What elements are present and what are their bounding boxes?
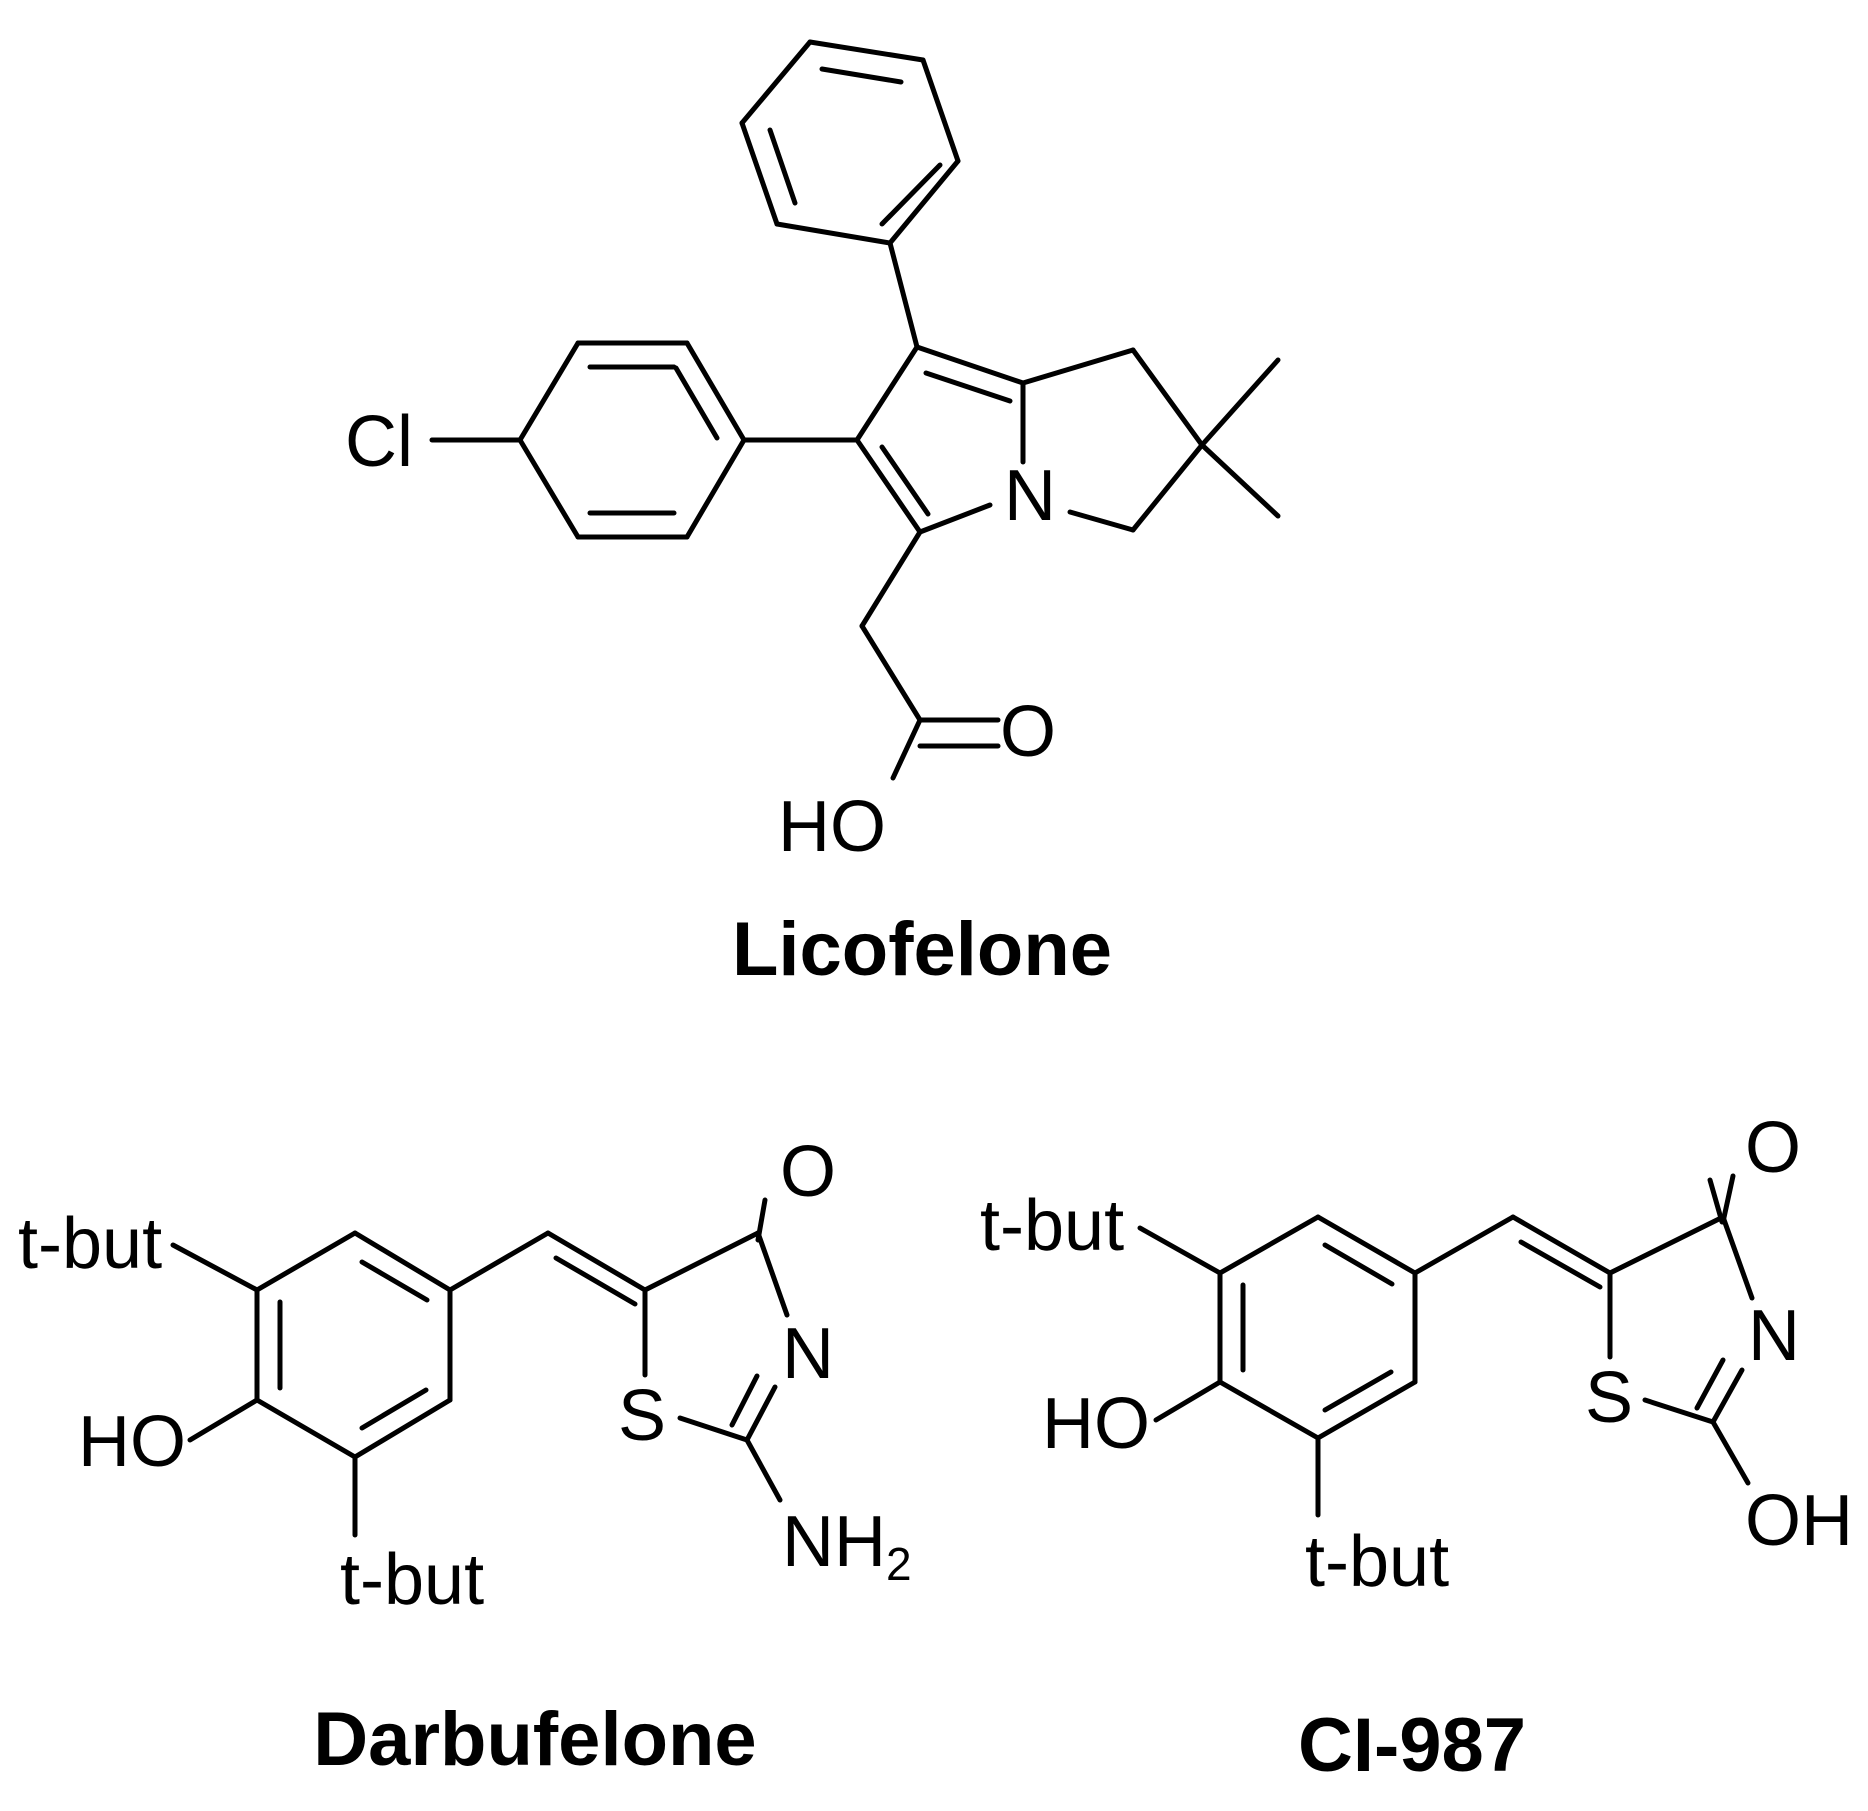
atom-s: S [618,1376,666,1456]
atom-t-but-top: t-but [18,1204,162,1284]
benzene-ring [1217,1214,1418,1441]
bond-hydroxyl [1153,1379,1223,1423]
atom-n: N [1748,1296,1800,1376]
atom-o-carbonyl: O [1000,692,1056,772]
phenyl-ring [739,39,961,246]
pyrrolizine-core [854,344,1281,535]
atom-s: S [1585,1358,1633,1438]
atom-t-but-bottom: t-but [340,1540,484,1620]
atom-t-but-top: t-but [980,1186,1124,1266]
bond-phenyl-c1 [887,240,920,350]
atom-hydroxyl: HO [778,787,886,867]
chlorophenyl-ring [429,340,860,540]
atom-o-carbonyl: O [1745,1108,1801,1188]
atom-n: N [782,1314,834,1394]
atom-amine: NH2 [782,1502,912,1590]
atom-hydroxyl-ring: OH [1745,1481,1853,1561]
atom-t-but-bottom: t-but [1305,1522,1449,1602]
bond-hydroxyl [187,1397,260,1443]
licofelone-structure: Cl N O HO Licofelone [345,39,1281,992]
atom-o-carbonyl: O [780,1132,836,1212]
atom-cl: Cl [345,402,413,482]
compound-name-darbufelone: Darbufelone [313,1697,756,1782]
benzene-ring [254,1230,453,1460]
atom-n: N [1004,456,1056,536]
bond-benzylidene [1412,1214,1516,1276]
compound-name-ci987: CI-987 [1298,1703,1526,1788]
atom-hydroxyl: HO [1042,1384,1150,1464]
bond-t-but-top [170,1242,260,1293]
darbufelone-structure: O N S NH2 t-but HO t-but Darbufelone [18,1132,912,1782]
thiazolone-ring [642,1197,790,1503]
atom-hydroxyl: HO [78,1402,186,1482]
thiazolone-ring [1607,1173,1755,1486]
compound-name-licofelone: Licofelone [732,907,1112,992]
ci987-structure: O N S OH t-but HO t-but CI-987 [980,1108,1853,1788]
bond-t-but-top [1137,1225,1223,1276]
acetic-acid-chain [859,529,1001,781]
bond-benzylidene [447,1230,551,1293]
